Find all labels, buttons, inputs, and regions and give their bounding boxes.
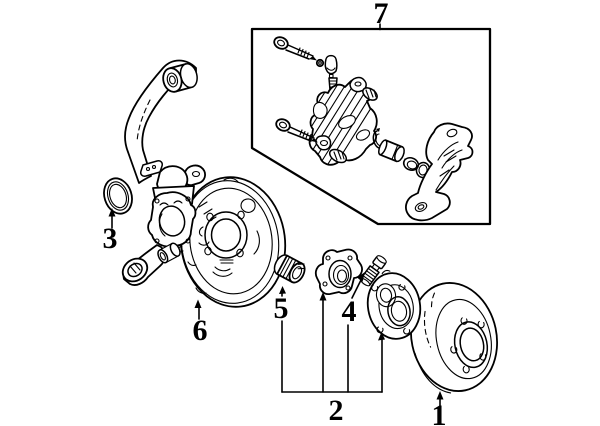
callout-3-label: 3: [103, 222, 118, 255]
caliper-bracket: [405, 122, 474, 222]
brake-rotor: [410, 282, 498, 394]
guide-pin-boot: [324, 54, 338, 79]
backing-plate: [174, 176, 287, 308]
callout-7: 7: [374, 0, 389, 31]
guide-pin-upper: [273, 36, 317, 61]
knuckle-sleeve: [157, 242, 181, 264]
grease-seal: [103, 177, 133, 215]
caliper-assembly: [273, 36, 474, 222]
callout-5-label: 5: [274, 292, 289, 325]
hub-flange: [314, 248, 363, 296]
callout-2-label: 2: [329, 394, 344, 426]
guide-pin-lower: [275, 118, 318, 143]
wheel-bearing: [273, 254, 306, 284]
callout-6: 6: [193, 299, 208, 347]
wheel-hub: [366, 269, 422, 340]
upper-control-arm: [124, 59, 198, 184]
control-arm-bushing: [162, 63, 198, 93]
callout-7-label: 7: [374, 0, 389, 30]
callout-1: 1: [432, 391, 447, 426]
knuckle: [121, 160, 206, 286]
caliper-body: [308, 76, 378, 166]
callout-6-label: 6: [193, 314, 208, 347]
callout-4-label: 4: [342, 295, 357, 328]
callout-3: 3: [103, 208, 118, 255]
callout-5: 5: [274, 286, 289, 393]
piston-dust-boot: [402, 157, 420, 171]
callout-4: 4: [342, 272, 365, 393]
piston: [378, 139, 405, 163]
caliper-inset-box: [250, 27, 492, 226]
guide-pin-washer: [315, 58, 325, 68]
callout-2: 2: [281, 292, 385, 426]
callout-1-label: 1: [432, 399, 447, 426]
callouts: 7 3 6 5 4: [103, 0, 447, 426]
